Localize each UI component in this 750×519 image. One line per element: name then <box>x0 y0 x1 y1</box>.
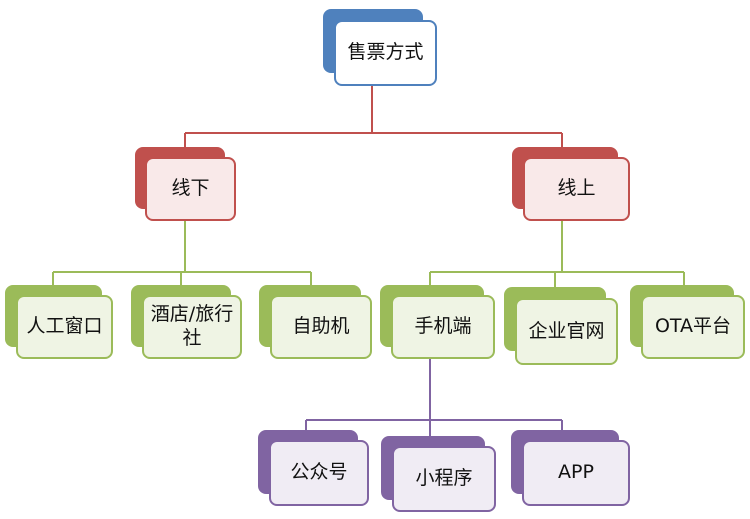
node-label: 线下 <box>145 157 236 221</box>
node-ota-platform[interactable]: OTA平台 <box>630 285 745 359</box>
node-label: 酒店/旅行社 <box>142 295 242 359</box>
node-app[interactable]: APP <box>511 430 630 506</box>
node-hotel-agency[interactable]: 酒店/旅行社 <box>131 285 242 359</box>
node-manual-window[interactable]: 人工窗口 <box>5 285 113 359</box>
node-label: OTA平台 <box>641 295 745 359</box>
node-enterprise-site[interactable]: 企业官网 <box>504 287 618 365</box>
node-label: 售票方式 <box>334 20 437 86</box>
node-label: 公众号 <box>269 440 369 506</box>
node-ticketing-methods[interactable]: 售票方式 <box>323 9 437 86</box>
node-online[interactable]: 线上 <box>512 147 630 221</box>
node-label: 自助机 <box>270 295 372 359</box>
node-label: 人工窗口 <box>16 295 113 359</box>
node-label: 线上 <box>523 157 630 221</box>
node-offline[interactable]: 线下 <box>135 147 236 221</box>
node-public-account[interactable]: 公众号 <box>258 430 369 506</box>
node-label: APP <box>522 440 630 506</box>
node-label: 企业官网 <box>515 298 618 365</box>
node-label: 手机端 <box>391 295 495 359</box>
node-mini-program[interactable]: 小程序 <box>381 436 496 512</box>
node-mobile[interactable]: 手机端 <box>380 285 495 359</box>
node-label: 小程序 <box>392 446 496 512</box>
node-self-service-machine[interactable]: 自助机 <box>259 285 372 359</box>
